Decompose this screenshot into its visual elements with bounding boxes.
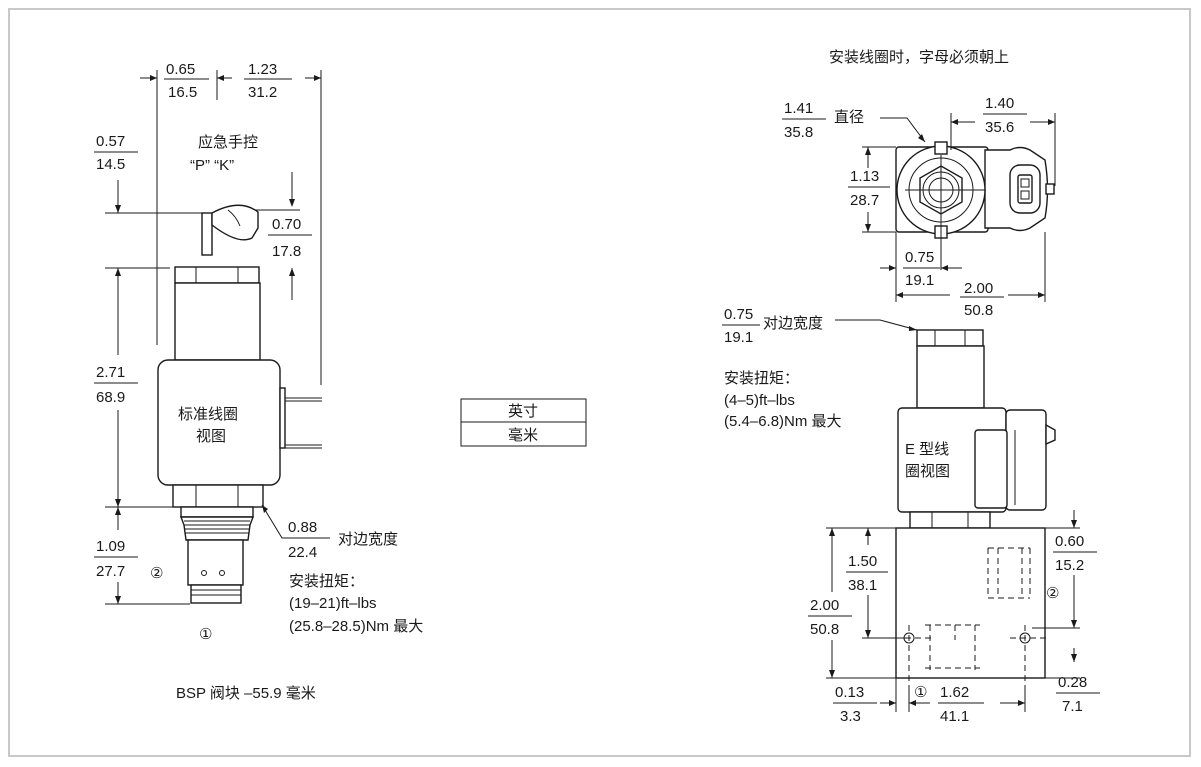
port-2-label: ② [150, 565, 163, 582]
dim-top-b: 1.23 31.2 [244, 61, 292, 101]
svg-text:19.1: 19.1 [724, 329, 753, 346]
dim-override-height: 0.57 14.5 [94, 133, 138, 173]
svg-text:1.50: 1.50 [848, 553, 877, 570]
dim-width: 2.00 50.8 [960, 280, 1004, 319]
dim-port2-height: 1.50 38.1 [846, 553, 888, 594]
svg-text:0.60: 0.60 [1055, 533, 1084, 550]
torque-ftlbs: (19–21)ft–lbs [289, 595, 377, 612]
svg-text:0.13: 0.13 [835, 684, 864, 701]
dim-port2-depth: 0.60 15.2 [1053, 533, 1097, 574]
dim-hole-spacing: 1.62 41.1 [938, 684, 984, 725]
legend-mm: 毫米 [508, 426, 538, 444]
hex-label: 对边宽度 [338, 531, 398, 548]
svg-text:22.4: 22.4 [288, 544, 317, 561]
right-port-2: ② [1046, 585, 1059, 602]
right-torque-title: 安装扭矩： [724, 370, 799, 387]
svg-text:16.5: 16.5 [168, 84, 197, 101]
dim-center: 0.75 19.1 [903, 249, 940, 289]
svg-text:3.3: 3.3 [840, 708, 861, 725]
dim-body-height: 2.71 68.9 [94, 364, 138, 406]
bsp-caption: BSP 阀块 –55.9 毫米 [176, 684, 316, 702]
torque-nm: (25.8–28.5)Nm 最大 [289, 618, 423, 635]
svg-text:1.41: 1.41 [784, 100, 813, 117]
unit-legend: 英寸 毫米 [460, 398, 587, 447]
dim-hex: 0.88 22.4 [286, 519, 328, 561]
svg-text:38.1: 38.1 [848, 577, 877, 594]
dim-knob: 0.70 17.8 [268, 216, 312, 260]
legend-inch: 英寸 [508, 402, 538, 420]
drawing-frame [8, 8, 1191, 757]
svg-text:1.13: 1.13 [850, 168, 879, 185]
right-torque-ftlbs: (4–5)ft–lbs [724, 392, 795, 409]
dim-hole-offset: 0.13 3.3 [833, 684, 877, 725]
svg-text:7.1: 7.1 [1062, 698, 1083, 715]
right-torque-nm: (5.4–6.8)Nm 最大 [724, 413, 842, 430]
svg-text:2.00: 2.00 [810, 597, 839, 614]
dim-cartridge: 1.09 27.7 [94, 538, 138, 580]
svg-text:0.75: 0.75 [905, 249, 934, 266]
e-coil-label: E 型线 [905, 441, 949, 458]
mounting-note: 安装线圈时，字母必须朝上 [829, 49, 1009, 66]
svg-text:35.8: 35.8 [784, 124, 813, 141]
svg-text:41.1: 41.1 [940, 708, 969, 725]
svg-text:27.7: 27.7 [96, 563, 125, 580]
torque-title: 安装扭矩： [289, 573, 364, 590]
svg-text:2.71: 2.71 [96, 364, 125, 381]
svg-text:0.70: 0.70 [272, 216, 301, 233]
svg-text:1.23: 1.23 [248, 61, 277, 78]
svg-text:19.1: 19.1 [905, 272, 934, 289]
right-top-view [862, 113, 1056, 302]
dim-right-hex: 0.75 19.1 [722, 306, 760, 346]
standard-coil-label: 标准线圈 [178, 406, 238, 423]
coil-dia-label: 直径 [834, 109, 864, 126]
svg-text:31.2: 31.2 [248, 84, 277, 101]
dim-block-height: 2.00 50.8 [808, 597, 852, 638]
svg-text:1.62: 1.62 [940, 684, 969, 701]
svg-text:50.8: 50.8 [810, 621, 839, 638]
svg-text:1.09: 1.09 [96, 538, 125, 555]
dim-connector: 1.40 35.6 [983, 95, 1027, 136]
dim-top-height: 1.13 28.7 [848, 168, 890, 209]
dim-coil-dia: 1.41 35.8 [782, 100, 826, 141]
svg-text:28.7: 28.7 [850, 192, 879, 209]
svg-text:35.6: 35.6 [985, 119, 1014, 136]
svg-text:68.9: 68.9 [96, 389, 125, 406]
right-hex-label: 对边宽度 [763, 315, 823, 332]
dim-top-a: 0.65 16.5 [164, 61, 209, 101]
svg-text:14.5: 14.5 [96, 156, 125, 173]
svg-text:0.88: 0.88 [288, 519, 317, 536]
svg-text:50.8: 50.8 [964, 302, 993, 319]
svg-text:0.28: 0.28 [1058, 674, 1087, 691]
svg-text:15.2: 15.2 [1055, 557, 1084, 574]
svg-text:0.65: 0.65 [166, 61, 195, 78]
e-coil-label-2: 圈视图 [905, 463, 950, 480]
left-valve-drawing [105, 70, 330, 605]
right-side-view [826, 319, 1080, 712]
svg-text:0.57: 0.57 [96, 133, 125, 150]
svg-text:17.8: 17.8 [272, 243, 301, 260]
port-1-label: ① [199, 626, 212, 643]
dim-hole-bottom: 0.28 7.1 [1056, 674, 1100, 715]
svg-text:1.40: 1.40 [985, 95, 1014, 112]
svg-text:2.00: 2.00 [964, 280, 993, 297]
standard-coil-label-2: 视图 [196, 428, 226, 445]
svg-text:0.75: 0.75 [724, 306, 753, 323]
override-options: “P” “K” [190, 157, 234, 174]
override-label: 应急手控 [198, 133, 258, 151]
right-port-1: ① [914, 684, 927, 701]
